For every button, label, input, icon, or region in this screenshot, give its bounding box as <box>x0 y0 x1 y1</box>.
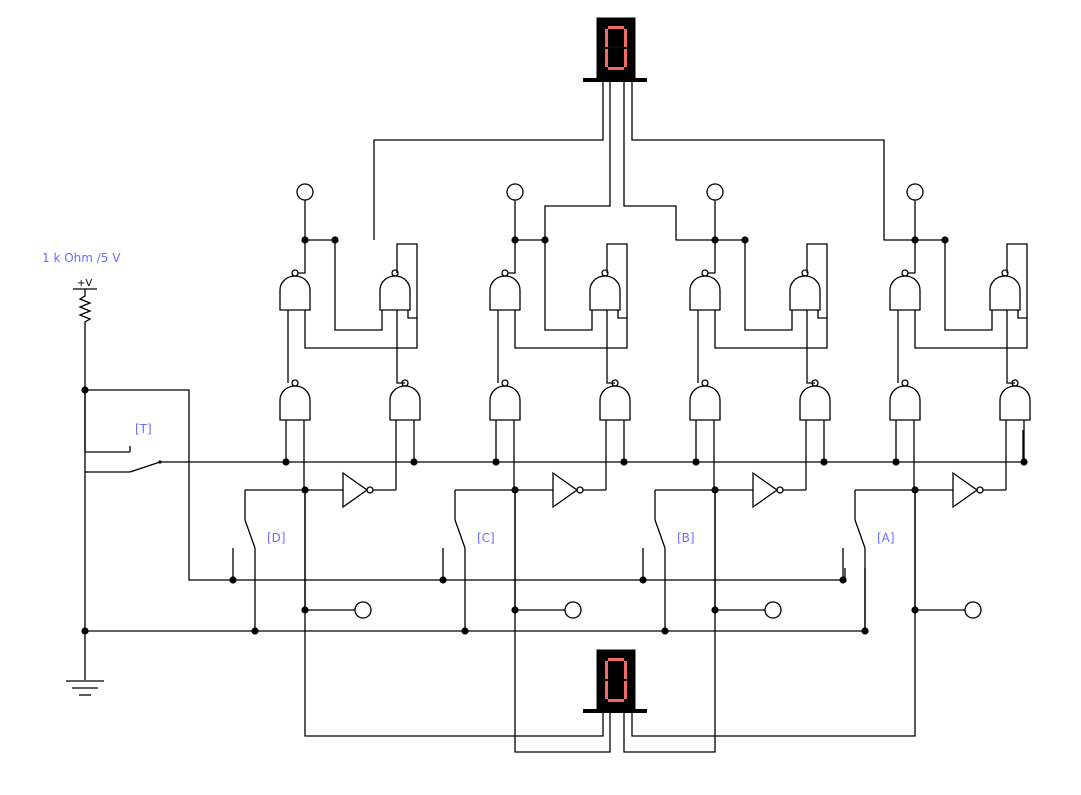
stage-c: [C] <box>439 183 631 635</box>
and-gate-icon <box>489 379 521 421</box>
inverter-icon <box>952 471 979 509</box>
switch-c[interactable]: [C] <box>442 519 495 631</box>
and-gate-icon <box>889 379 921 421</box>
source-label: 1 k Ohm /5 V <box>42 251 121 265</box>
output-probe-top-3 <box>906 183 924 201</box>
inverter-icon <box>752 471 779 509</box>
switch-icon <box>244 519 256 549</box>
output-probe-bottom-3 <box>964 601 982 619</box>
output-probe-top-0 <box>296 183 314 201</box>
switch-label: [A] <box>877 531 895 545</box>
junction-dot <box>839 576 847 584</box>
output-probe-bottom-0 <box>354 601 372 619</box>
and-gate-icon <box>379 269 411 311</box>
stage-b: [B] <box>639 183 831 635</box>
counter-stages: [D] [C] [B] [A] <box>81 183 1031 635</box>
and-gate-icon <box>389 379 421 421</box>
switch-label: [C] <box>477 531 495 545</box>
seven-segment-display-icon <box>605 658 627 702</box>
junction-dot <box>620 458 628 466</box>
junction-dot <box>661 627 669 635</box>
output-probe-bottom-2 <box>764 601 782 619</box>
junction-dot <box>251 627 259 635</box>
switch-d[interactable]: [D] <box>232 519 286 631</box>
and-gate-icon <box>789 269 821 311</box>
bottom-display: 0 <box>583 649 647 713</box>
switch-label: [D] <box>267 531 286 545</box>
and-gate-icon <box>589 269 621 311</box>
and-gate-icon <box>689 269 721 311</box>
inverter-icon <box>342 471 369 509</box>
junction-dot <box>711 606 719 614</box>
output-probe-top-2 <box>706 183 724 201</box>
inverter-icon <box>552 471 579 509</box>
output-probe-bottom-1 <box>564 601 582 619</box>
junction-dot <box>639 576 647 584</box>
switch-t-label: [T] <box>135 422 152 436</box>
top-display-pins <box>373 82 913 241</box>
ground-icon <box>66 680 104 696</box>
and-gate-icon <box>599 379 631 421</box>
junction-dot <box>861 627 869 635</box>
switch-icon <box>129 446 162 473</box>
junction-dot <box>820 458 828 466</box>
switch-icon <box>854 519 866 549</box>
voltage-source: 1 k Ohm /5 V +V <box>42 251 121 390</box>
and-gate-icon <box>689 379 721 421</box>
and-gate-icon <box>999 379 1031 421</box>
top-display: 0 <box>583 17 647 82</box>
junction-dot <box>81 627 89 635</box>
switch-icon <box>454 519 466 549</box>
resistor-icon <box>78 289 92 390</box>
junction-dot <box>229 576 237 584</box>
and-gate-icon <box>989 269 1021 311</box>
junction-dot <box>282 458 290 466</box>
and-gate-icon <box>489 269 521 311</box>
junction-dot <box>81 386 89 394</box>
junction-dot <box>439 576 447 584</box>
and-gate-icon <box>889 269 921 311</box>
and-gate-icon <box>799 379 831 421</box>
switch-icon <box>654 519 666 549</box>
junction-dot <box>1020 458 1028 466</box>
junction-dot <box>511 606 519 614</box>
junction-dot <box>461 627 469 635</box>
switch-t[interactable]: [T] <box>129 422 162 473</box>
switch-b[interactable]: [B] <box>642 519 695 631</box>
seven-segment-display-icon <box>605 26 627 70</box>
junction-dot <box>892 458 900 466</box>
display-base <box>583 709 647 713</box>
source-symbol: +V <box>77 278 92 289</box>
junction-dot <box>692 458 700 466</box>
and-gate-icon <box>279 379 311 421</box>
stage-d: [D] <box>229 183 421 635</box>
switch-a[interactable]: [A] <box>842 519 895 631</box>
and-gate-icon <box>279 269 311 311</box>
display-base <box>583 78 647 82</box>
junction-dot <box>492 458 500 466</box>
junction-dot <box>410 458 418 466</box>
junction-dot <box>301 606 309 614</box>
output-probe-top-1 <box>506 183 524 201</box>
switch-label: [B] <box>677 531 695 545</box>
junction-dot <box>911 606 919 614</box>
stage-a: [A] <box>839 183 1031 635</box>
